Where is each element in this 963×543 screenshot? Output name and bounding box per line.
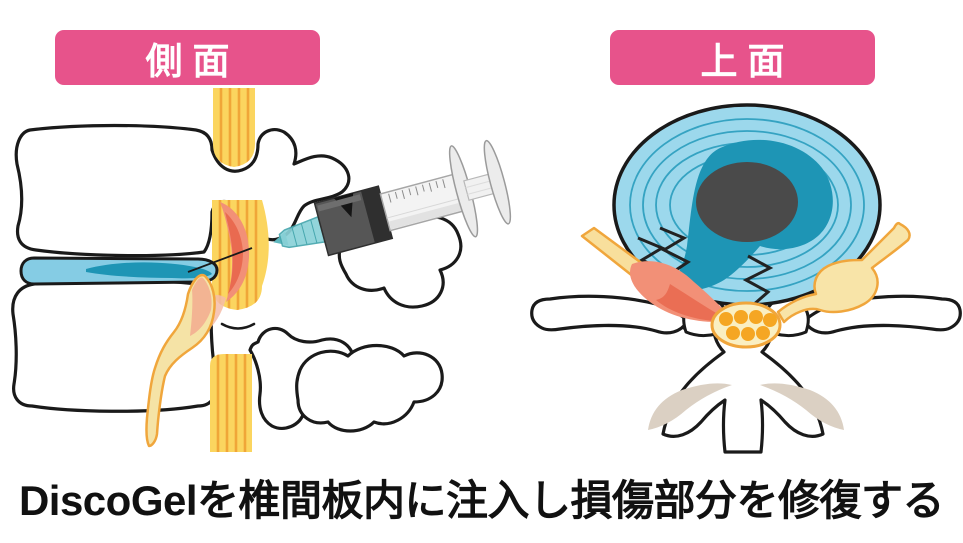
spinous-process-mass <box>295 344 444 433</box>
syringe-grip-highlight <box>317 194 362 212</box>
canal-stripes-bottom <box>216 354 247 452</box>
nucleus <box>696 162 798 242</box>
cauda-equina-dots <box>719 310 777 341</box>
herniation-core <box>225 212 243 294</box>
syringe-grip-dark <box>360 186 393 244</box>
bone-contour-line <box>220 322 256 330</box>
syringe-barrel-line <box>386 197 463 219</box>
side-view-illustration <box>11 88 512 452</box>
caption: DiscoGelを椎間板内に注入し損傷部分を修復する <box>18 477 945 524</box>
top-view-label-banner: 上面 <box>610 30 875 85</box>
syringe-graduations <box>388 179 446 203</box>
top-view-label: 上面 <box>700 40 795 82</box>
syringe-plunger-end <box>483 139 512 225</box>
facet-shadow-left <box>648 383 732 430</box>
discogel-side <box>86 262 212 279</box>
top-view-illustration <box>530 103 962 454</box>
syringe-hub-ridges <box>291 219 318 247</box>
crack-bottom <box>742 254 774 308</box>
facet-shadow-right <box>760 383 844 430</box>
canal-stripes-top <box>219 88 250 167</box>
spinal-canal-bottom <box>210 354 252 452</box>
spinal-canal-top <box>213 88 255 167</box>
nerve-root-inflamed-tint <box>190 277 212 336</box>
nerve-right <box>776 221 911 324</box>
syringe <box>273 139 512 257</box>
side-view-label-banner: 側面 <box>55 30 320 85</box>
needle-line <box>187 247 253 273</box>
side-view-label: 側面 <box>145 40 240 82</box>
syringe-barrel-shade <box>388 202 465 230</box>
nerve-left-swollen-core <box>656 284 722 322</box>
